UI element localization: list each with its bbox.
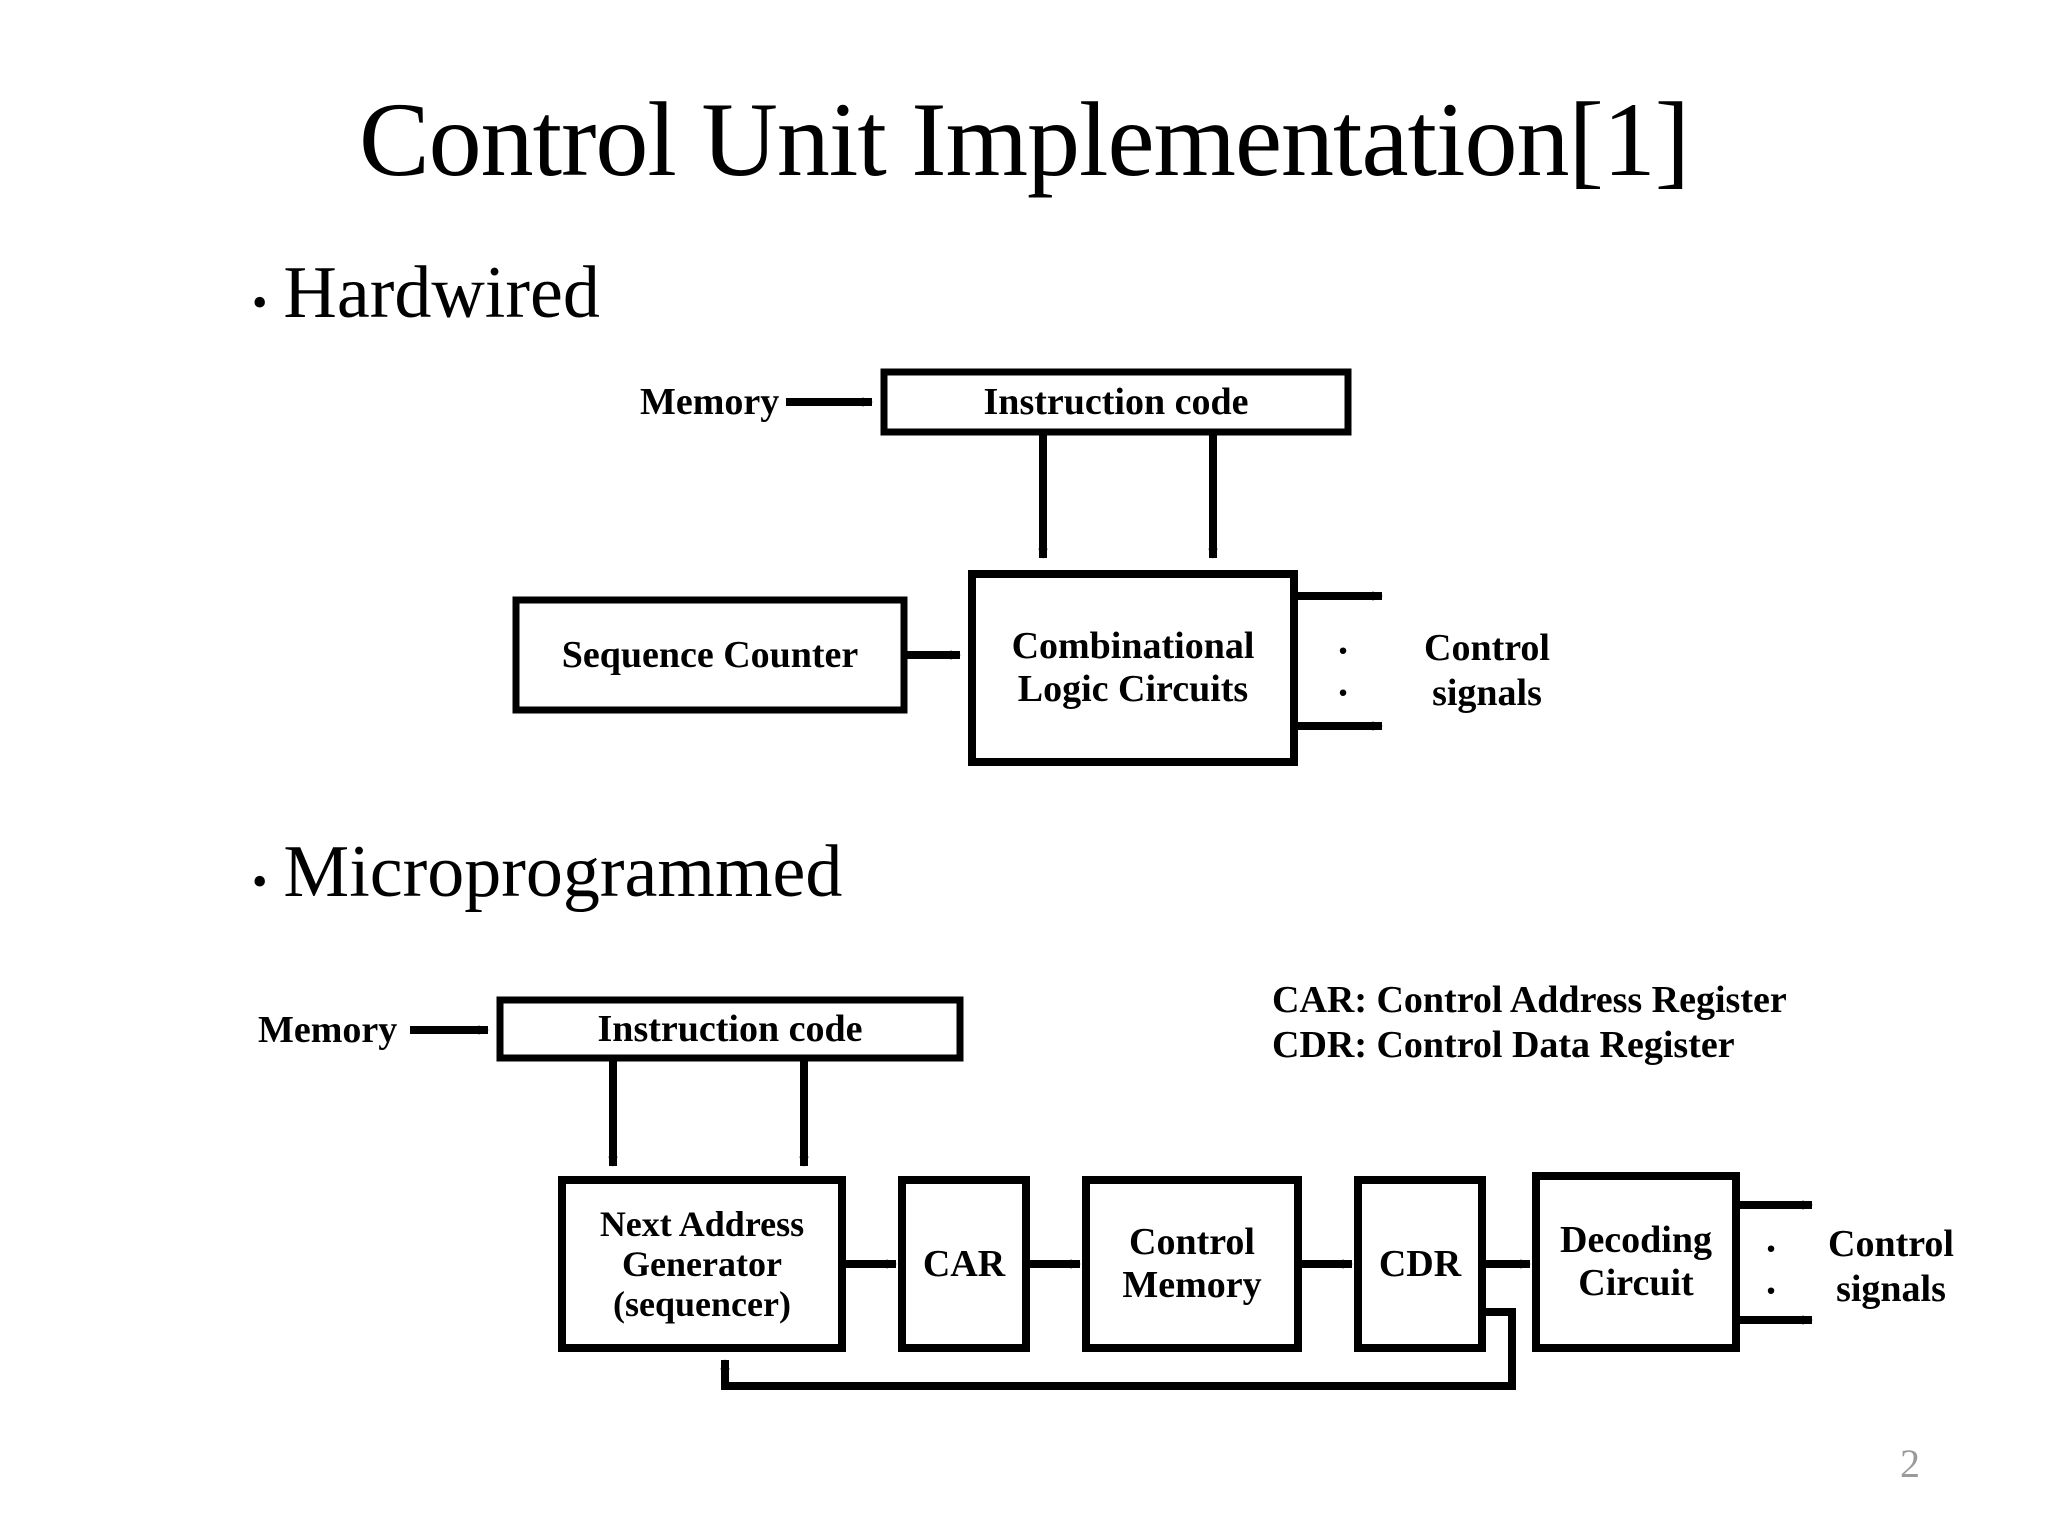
- box-label-combinational-logic: Combinational Logic Circuits: [1011, 625, 1255, 710]
- bullet-hardwired: • Hardwired: [252, 256, 600, 330]
- box-label-car: CAR: [922, 1242, 1006, 1285]
- ellipsis-dots-microprogrammed: · ·: [1764, 1226, 1778, 1313]
- section-heading-microprogrammed: Microprogrammed: [283, 831, 843, 913]
- box-label-instruction-code-hw: Instruction code: [983, 380, 1249, 423]
- label-control-signals-microprogrammed: Control signals: [1828, 1223, 1954, 1310]
- box-label-instruction-code-mp: Instruction code: [597, 1007, 863, 1050]
- bullet-glyph-icon: •: [252, 857, 268, 906]
- label-memory-microprogrammed: Memory: [258, 1009, 398, 1051]
- page-number: 2: [1900, 1441, 1920, 1486]
- label-memory-hardwired: Memory: [640, 381, 780, 423]
- box-label-next-address-generator: Next Address Generator (sequencer): [599, 1203, 805, 1325]
- box-label-decoding-circuit: Decoding Circuit: [1560, 1219, 1712, 1304]
- box-label-sequence-counter: Sequence Counter: [561, 633, 859, 676]
- box-label-cdr: CDR: [1378, 1242, 1462, 1285]
- legend-car-cdr: CAR: Control Address Register CDR: Contr…: [1272, 979, 1787, 1066]
- box-label-control-memory: Control Memory: [1122, 1221, 1262, 1306]
- bullet-microprogrammed: • Microprogrammed: [252, 835, 842, 909]
- section-heading-hardwired: Hardwired: [283, 252, 600, 334]
- ellipsis-dots-hardwired: · ·: [1336, 628, 1350, 715]
- bullet-glyph-icon: •: [252, 278, 268, 327]
- label-control-signals-hardwired: Control signals: [1424, 627, 1550, 714]
- page-title: Control Unit Implementation[1]: [358, 81, 1690, 198]
